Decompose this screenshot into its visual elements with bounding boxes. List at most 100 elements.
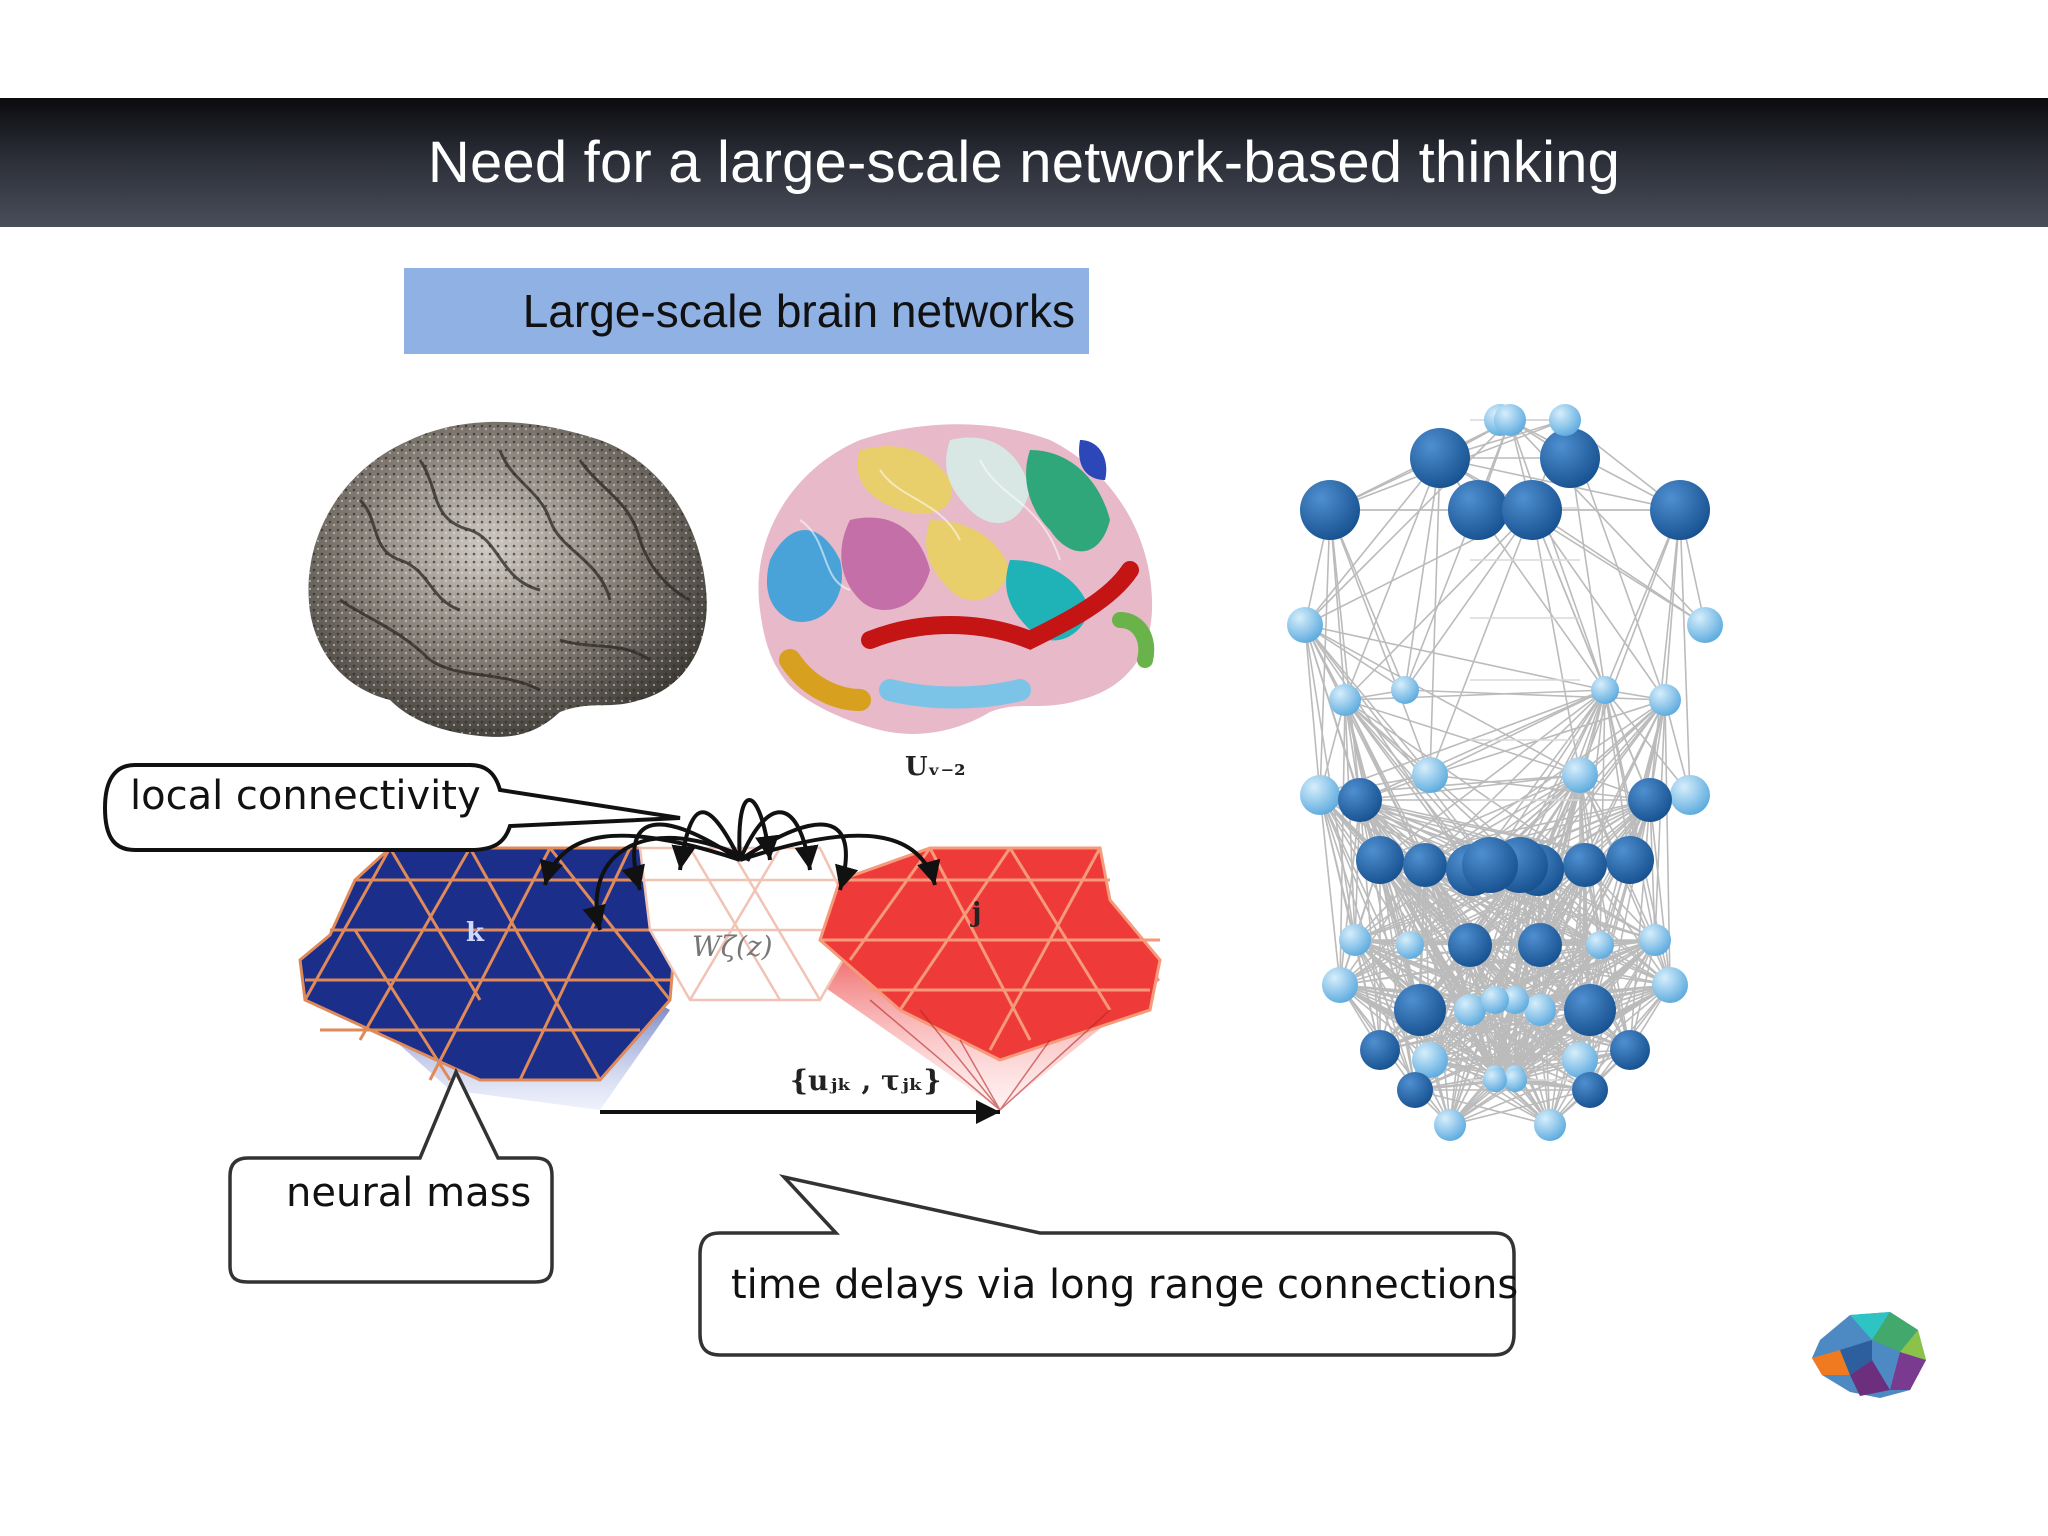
graph-edge [1584, 864, 1671, 986]
graph-node [1483, 1068, 1507, 1092]
graph-edge [1359, 799, 1421, 1011]
graph-edge [1429, 869, 1539, 1061]
graph-edge [1344, 699, 1431, 776]
graph-edge [1379, 859, 1591, 1091]
graph-edge [1494, 864, 1586, 1081]
callout-time-delays [698, 1174, 1516, 1357]
graph-edge [1319, 794, 1381, 1051]
graph-node [1652, 967, 1688, 1003]
graph-edge [1514, 864, 1521, 1081]
graph-edge [1531, 509, 1706, 626]
graph-edge [1379, 859, 1516, 1001]
graph-edge [1354, 939, 1431, 1061]
graph-node [1412, 757, 1448, 793]
graph-edge [1379, 774, 1581, 861]
graph-node [1300, 775, 1340, 815]
graph-node [1396, 931, 1424, 959]
graph-edge [1329, 509, 1406, 691]
callout-neural-mass [228, 1067, 554, 1284]
graph-edge [1304, 624, 1406, 691]
graph-edge [1514, 869, 1539, 1076]
graph-edge [1494, 869, 1539, 1076]
graph-edge [1604, 509, 1681, 691]
graph-edge [1379, 859, 1471, 1011]
graph-edge [1679, 509, 1691, 796]
graph-edge [1354, 939, 1496, 1001]
graph-node [1549, 404, 1581, 436]
graph-node [1481, 986, 1509, 1014]
graph-node [1394, 984, 1446, 1036]
graph-edge [1604, 689, 1656, 941]
graph-edge [1449, 944, 1471, 1126]
graph-edge [1539, 774, 1581, 1011]
graph-edge [1329, 509, 1431, 776]
graph-edge [1344, 699, 1356, 941]
graph-edge [1549, 944, 1601, 1126]
graph-node [1501, 986, 1529, 1014]
graph-edge [1584, 699, 1666, 866]
graph-edge [1537, 869, 1671, 986]
graph-edge [1344, 699, 1426, 866]
graph-edge [1599, 689, 1606, 946]
graph-edge [1514, 864, 1521, 1081]
math-label-j: j [972, 898, 982, 928]
graph-edge [1354, 939, 1416, 1091]
graph-edge [1424, 864, 1516, 1081]
graph-edge [1359, 774, 1581, 801]
graph-edge [1359, 799, 1541, 1011]
subtitle-text: Large-scale brain networks [522, 285, 1075, 337]
graph-edge [1344, 509, 1533, 701]
graph-node [1591, 676, 1619, 704]
graph-edge [1319, 794, 1421, 1011]
math-label-ujk: {uⱼₖ , τⱼₖ} [790, 1064, 942, 1097]
graph-edge [1379, 859, 1516, 1076]
graph-node [1502, 480, 1562, 540]
brain-logo-icon [1812, 1312, 1926, 1398]
graph-edge [1469, 944, 1551, 1126]
math-label-k: k [466, 918, 485, 948]
graph-edge [1424, 864, 1496, 1081]
graph-edge [1514, 864, 1586, 1081]
graph-edge [1469, 689, 1606, 946]
graph-edge [1514, 864, 1586, 1081]
graph-edge [1424, 689, 1606, 866]
graph-edge [1531, 509, 1666, 701]
graph-edge [1424, 864, 1581, 1061]
graph-edge [1379, 859, 1516, 1081]
graph-node [1610, 1030, 1650, 1070]
graph-node [1503, 1068, 1527, 1092]
graph-edge [1379, 859, 1496, 1081]
graph-edge [1429, 509, 1533, 776]
graph-edge [1429, 774, 1651, 801]
graph-edge [1537, 869, 1631, 1051]
local-connectivity-arrows [539, 798, 941, 931]
graph-edge [1344, 699, 1586, 866]
graph-edge [1469, 1009, 1631, 1051]
graph-edge [1579, 774, 1591, 1011]
graph-edge [1379, 859, 1496, 1076]
graph-edge [1514, 869, 1539, 1081]
graph-edge [1429, 1049, 1631, 1061]
graph-edge [1339, 944, 1471, 986]
graph-edge [1494, 799, 1651, 1001]
graph-edge [1579, 939, 1656, 1061]
graph-node [1356, 836, 1404, 884]
graph-node [1563, 843, 1607, 887]
graph-edge [1414, 1009, 1591, 1091]
graph-edge [1579, 774, 1631, 1051]
graph-edge [1329, 509, 1361, 801]
graph-edge [1604, 689, 1691, 796]
parcellated-brain-icon [758, 424, 1155, 734]
graph-edge [1539, 689, 1606, 946]
graph-edge [1654, 699, 1666, 941]
graph-edge [1304, 624, 1491, 866]
graph-edge [1414, 1089, 1551, 1126]
graph-edge [1344, 699, 1473, 871]
graph-edge [1514, 944, 1601, 1081]
graph-edge [1379, 984, 1671, 1051]
graph-edge [1379, 859, 1416, 1091]
graph-edge [1584, 864, 1631, 1051]
graph-node [1534, 1109, 1566, 1141]
graph-edge [1344, 689, 1606, 701]
neural-mass-grid [298, 846, 1162, 1111]
